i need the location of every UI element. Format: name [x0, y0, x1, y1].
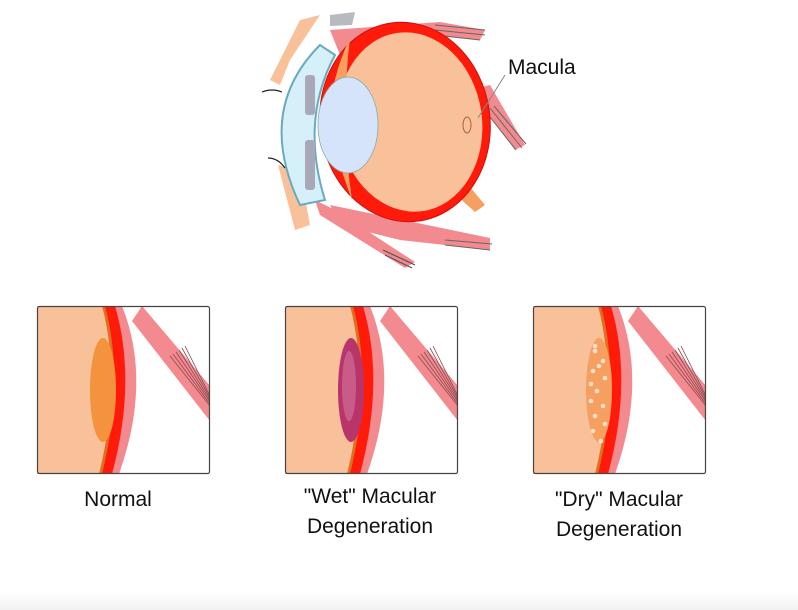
oblique-muscle — [315, 200, 415, 268]
macula-label: Macula — [508, 56, 576, 79]
wet-label-line1: "Wet" Macular — [303, 485, 437, 508]
drusen-deposit — [590, 428, 596, 434]
drusen-deposit — [592, 413, 598, 419]
upper-eyelid — [270, 15, 320, 85]
eye-cross-section — [261, 12, 527, 269]
drusen-deposit — [602, 421, 608, 427]
panel-border — [532, 305, 707, 475]
wet-label-line2: Degeneration — [306, 515, 434, 538]
vitreous — [533, 306, 608, 474]
iris-upper — [305, 75, 315, 115]
dry-label-line2: Degeneration — [555, 518, 683, 541]
macula-spot — [462, 116, 472, 134]
muscle — [132, 306, 210, 421]
wet-label: "Wet" Macular Degeneration — [270, 482, 470, 542]
panel-dry — [532, 305, 707, 475]
drusen-deposit — [602, 375, 608, 381]
drusen-deposit — [594, 388, 600, 394]
vitreous — [37, 306, 112, 474]
normal-label: Normal — [84, 488, 152, 511]
eyelashes — [261, 89, 286, 169]
drusen-deposit — [592, 348, 598, 354]
drusen-deposit — [600, 403, 606, 409]
lower-muscle — [330, 205, 490, 250]
vitreous-body — [337, 32, 483, 212]
drusen-deposit — [590, 368, 596, 374]
dry-label: "Dry" Macular Degeneration — [519, 485, 719, 545]
iris-lower — [305, 140, 315, 190]
drusen-deposit — [592, 343, 598, 349]
bottom-shade — [0, 592, 798, 610]
cornea — [280, 43, 337, 207]
drusen-deposit — [588, 381, 594, 387]
drusen-deposit — [600, 358, 606, 364]
dry-label-line1: "Dry" Macular — [554, 488, 684, 511]
lens — [317, 76, 379, 174]
muscle — [380, 306, 458, 421]
drusen-deposit — [598, 438, 604, 444]
macula-pointer-line — [477, 74, 506, 119]
panel-wet — [284, 305, 459, 475]
macula-normal — [90, 338, 116, 442]
panel-border — [284, 305, 459, 475]
drusen-deposit — [588, 398, 594, 404]
panel-normal — [36, 305, 211, 475]
vitreous — [285, 306, 360, 474]
drusen-deposit — [596, 363, 602, 369]
panel-border — [36, 305, 211, 475]
gland — [330, 12, 355, 26]
muscle — [628, 306, 706, 421]
